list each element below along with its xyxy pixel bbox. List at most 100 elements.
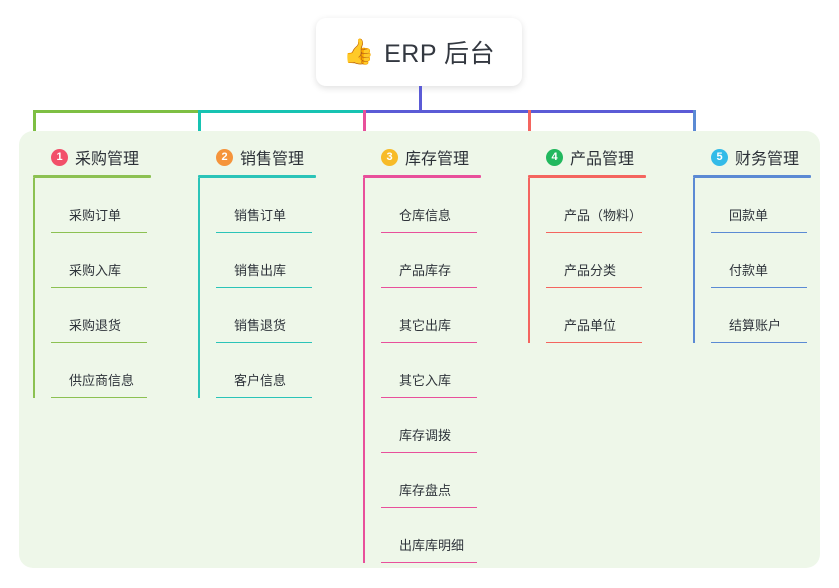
module-header-rule [528, 175, 646, 178]
module-column-1: 1 采购管理采购订单采购入库采购退货供应商信息 [33, 145, 183, 398]
module-item-label: 出库库明细 [399, 538, 465, 553]
module-item-rule [381, 396, 477, 398]
module-item[interactable]: 结算账户 [711, 288, 839, 343]
module-header-rule [363, 175, 481, 178]
module-item-rule [711, 231, 807, 233]
module-tree-spine [363, 178, 365, 563]
module-item[interactable]: 产品（物料） [546, 178, 678, 233]
module-item-rule [51, 396, 147, 398]
module-tree-spine [693, 178, 695, 343]
module-item-rule [546, 231, 642, 233]
module-item[interactable]: 客户信息 [216, 343, 348, 398]
module-number-badge: 4 [546, 148, 563, 166]
module-item-label: 付款单 [729, 263, 769, 278]
module-title: 财务管理 [735, 151, 800, 168]
module-header-rule [693, 175, 811, 178]
module-item[interactable]: 库存调拨 [381, 398, 513, 453]
module-title: 库存管理 [405, 151, 470, 168]
module-title: 采购管理 [75, 151, 140, 168]
bus-segment-2 [198, 110, 366, 113]
module-item-label: 采购退货 [69, 318, 122, 333]
module-item[interactable]: 其它入库 [381, 343, 513, 398]
module-item-label: 产品（物料） [564, 208, 643, 223]
module-tree-spine [33, 178, 35, 398]
module-item-rule [216, 341, 312, 343]
module-title: 销售管理 [240, 151, 305, 168]
module-item[interactable]: 库存盘点 [381, 453, 513, 508]
module-item[interactable]: 付款单 [711, 233, 839, 288]
module-item-rule [381, 561, 477, 563]
module-header-rule [198, 175, 316, 178]
module-item-rule [51, 286, 147, 288]
module-header-rule [33, 175, 151, 178]
module-item[interactable]: 出库库明细 [381, 508, 513, 563]
module-item[interactable]: 销售订单 [216, 178, 348, 233]
bus-segment-3 [363, 110, 531, 113]
module-number-badge: 3 [381, 148, 398, 166]
module-item[interactable]: 供应商信息 [51, 343, 183, 398]
module-item[interactable]: 仓库信息 [381, 178, 513, 233]
module-item[interactable]: 销售出库 [216, 233, 348, 288]
module-tree-spine [528, 178, 530, 343]
module-item[interactable]: 采购入库 [51, 233, 183, 288]
module-item[interactable]: 回款单 [711, 178, 839, 233]
module-item[interactable]: 产品分类 [546, 233, 678, 288]
module-item-label: 销售订单 [234, 208, 287, 223]
module-header-3[interactable]: 3 库存管理 [363, 145, 513, 169]
module-item[interactable]: 采购订单 [51, 178, 183, 233]
module-item-label: 产品单位 [564, 318, 617, 333]
module-item-label: 其它入库 [399, 373, 452, 388]
root-node-card[interactable]: 👍 ERP 后台 [316, 18, 522, 86]
module-item-label: 结算账户 [729, 318, 782, 333]
module-item-label: 客户信息 [234, 373, 287, 388]
module-item-rule [51, 231, 147, 233]
module-item-rule [546, 341, 642, 343]
module-item-label: 采购入库 [69, 263, 122, 278]
module-item-rule [51, 341, 147, 343]
module-title: 产品管理 [570, 151, 635, 168]
module-item-label: 库存盘点 [399, 483, 452, 498]
module-number-badge: 1 [51, 148, 68, 166]
module-header-4[interactable]: 4 产品管理 [528, 145, 678, 169]
module-item-rule [711, 286, 807, 288]
module-item-label: 供应商信息 [69, 373, 135, 388]
module-item-tree: 采购订单采购入库采购退货供应商信息 [33, 178, 183, 398]
module-item-label: 其它出库 [399, 318, 452, 333]
module-item-label: 采购订单 [69, 208, 122, 223]
module-item-rule [381, 286, 477, 288]
module-item[interactable]: 其它出库 [381, 288, 513, 343]
module-item[interactable]: 产品库存 [381, 233, 513, 288]
module-header-2[interactable]: 2 销售管理 [198, 145, 348, 169]
module-column-2: 2 销售管理销售订单销售出库销售退货客户信息 [198, 145, 348, 398]
thumbs-up-icon: 👍 [342, 37, 375, 66]
module-item[interactable]: 销售退货 [216, 288, 348, 343]
module-item-label: 销售退货 [234, 318, 287, 333]
root-node-title: ERP 后台 [384, 40, 496, 68]
module-item-label: 回款单 [729, 208, 769, 223]
module-item-tree: 销售订单销售出库销售退货客户信息 [198, 178, 348, 398]
modules-panel [19, 131, 820, 568]
module-item-tree: 仓库信息产品库存其它出库其它入库库存调拨库存盘点出库库明细 [363, 178, 513, 563]
module-tree-spine [198, 178, 200, 398]
module-item-rule [381, 506, 477, 508]
module-item-tree: 回款单付款单结算账户 [693, 178, 839, 343]
module-item-rule [381, 231, 477, 233]
module-item-rule [546, 286, 642, 288]
module-column-4: 4 产品管理产品（物料） 产品分类产品单位 [528, 145, 678, 343]
module-item[interactable]: 产品单位 [546, 288, 678, 343]
module-item-rule [711, 341, 807, 343]
module-item-rule [381, 341, 477, 343]
module-item-rule [216, 286, 312, 288]
module-item-rule [381, 451, 477, 453]
module-item-label: 产品库存 [399, 263, 452, 278]
module-item[interactable]: 采购退货 [51, 288, 183, 343]
bus-segment-4 [528, 110, 696, 113]
module-item-label: 库存调拨 [399, 428, 452, 443]
module-item-label: 销售出库 [234, 263, 287, 278]
module-header-1[interactable]: 1 采购管理 [33, 145, 183, 169]
module-item-label: 产品分类 [564, 263, 617, 278]
module-item-label: 仓库信息 [399, 208, 452, 223]
module-number-badge: 2 [216, 148, 233, 166]
